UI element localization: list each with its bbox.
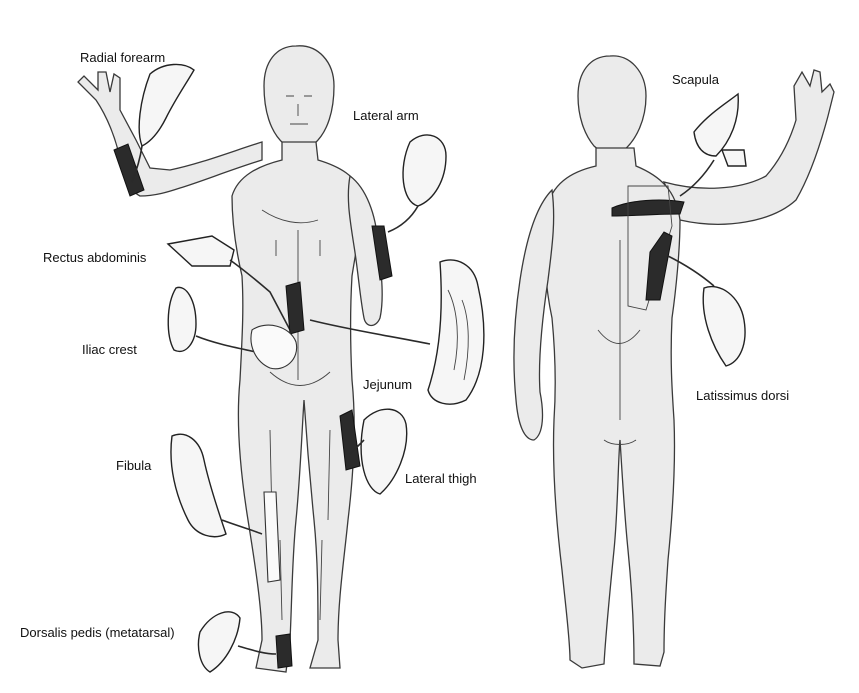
latissimus-dorsi-flap-island <box>703 287 745 366</box>
label-fibula: Fibula <box>116 459 151 472</box>
back-torso-legs <box>544 148 680 668</box>
iliac-crest-flap-island <box>168 287 196 351</box>
label-dorsalis-pedis: Dorsalis pedis (metatarsal) <box>20 626 175 639</box>
back-head <box>578 56 646 152</box>
front-body-figure <box>78 46 382 672</box>
label-jejunum: Jejunum <box>363 378 412 391</box>
scapula-bone-segment <box>722 150 746 166</box>
label-lateral-arm: Lateral arm <box>353 109 419 122</box>
dorsalis-pedis-flap-island <box>198 612 240 672</box>
jejunum-segment <box>428 260 484 404</box>
lateral-arm-flap <box>372 135 446 280</box>
rectus-abdominis-flap-island <box>168 236 234 266</box>
label-radial-forearm: Radial forearm <box>80 51 165 64</box>
back-raised-arm <box>664 70 834 224</box>
label-latissimus-dorsi: Latissimus dorsi <box>696 389 789 402</box>
front-torso-legs <box>232 142 362 672</box>
radial-forearm-flap-island <box>139 64 194 146</box>
lateral-thigh-flap-island <box>361 409 407 494</box>
label-lateral-thigh: Lateral thigh <box>405 472 477 485</box>
dorsalis-pedis-donor-site <box>276 634 292 668</box>
front-head <box>264 46 334 149</box>
fibula-flap-island <box>171 434 226 536</box>
lateral-arm-flap-island <box>403 135 446 206</box>
scapula-flap-island <box>694 94 738 156</box>
label-iliac-crest: Iliac crest <box>82 343 137 356</box>
label-scapula: Scapula <box>672 73 719 86</box>
back-body-figure <box>514 56 834 668</box>
label-rectus-abdominis: Rectus abdominis <box>43 251 146 264</box>
lateral-arm-pedicle <box>388 206 418 232</box>
back-hanging-arm <box>514 190 554 440</box>
